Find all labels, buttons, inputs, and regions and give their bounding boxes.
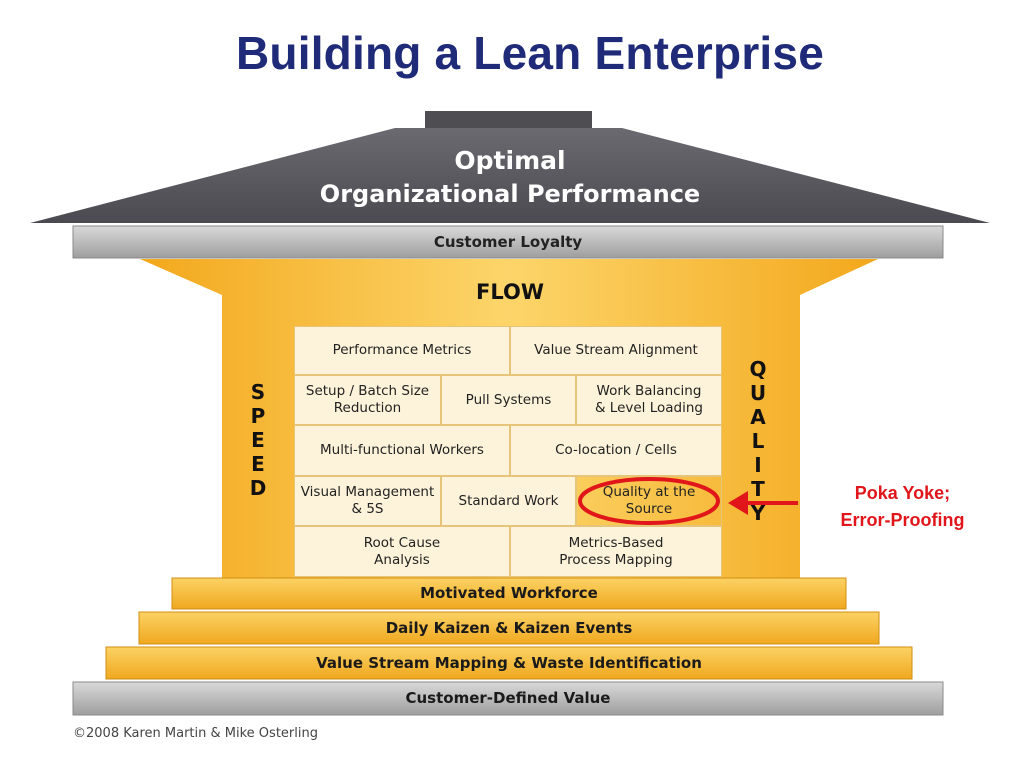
cell-multi-functional-workers: Multi-functional Workers	[294, 425, 510, 476]
step-label-motivated-workforce: Motivated Workforce	[420, 584, 598, 602]
flow-label: FLOW	[476, 280, 544, 304]
quality-letter: L	[751, 429, 765, 453]
quality-letter: I	[754, 453, 762, 477]
customer-loyalty-label: Customer Loyalty	[433, 233, 583, 251]
cell-quality-at-the-source: Quality at the Source	[576, 476, 722, 526]
step-label-value-stream-mapping: Value Stream Mapping & Waste Identificat…	[316, 654, 702, 672]
cell-root-cause-analysis: Root Cause Analysis	[294, 526, 510, 577]
slide-title: Building a Lean Enterprise	[236, 27, 824, 79]
quality-at-source-highlight	[578, 477, 720, 525]
copyright-notice: ©2008 Karen Martin & Mike Osterling	[73, 726, 318, 741]
step-3	[105, 646, 913, 680]
cell-value-stream-alignment: Value Stream Alignment	[510, 326, 722, 375]
callout-arrow-head	[728, 491, 748, 515]
customer-loyalty-beam	[72, 225, 944, 259]
quality-letter: Q	[749, 357, 767, 381]
quality-letter: U	[749, 381, 767, 405]
cell-performance-metrics: Performance Metrics	[294, 326, 510, 375]
speed-letter: P	[250, 404, 266, 428]
quality-letter: T	[751, 477, 765, 501]
roof-title-line2: Organizational Performance	[319, 180, 701, 208]
step-1	[171, 577, 847, 610]
cell-visual-management-5s: Visual Management & 5S	[294, 476, 441, 526]
roof-chimney	[425, 111, 592, 131]
speed-letter: S	[250, 380, 266, 404]
cell-co-location-cells: Co-location / Cells	[510, 425, 722, 476]
step-label-daily-kaizen: Daily Kaizen & Kaizen Events	[385, 619, 633, 637]
cell-metrics-based-process-mapping: Metrics-Based Process Mapping	[510, 526, 722, 577]
foundation-label: Customer-Defined Value	[405, 689, 611, 707]
quality-letter: A	[750, 405, 766, 429]
speed-pillar: S P E E D	[245, 380, 271, 500]
speed-letter: D	[249, 476, 267, 500]
speed-letter: E	[251, 428, 265, 452]
cell-standard-work: Standard Work	[441, 476, 576, 526]
quality-pillar: Q U A L I T Y	[745, 357, 771, 525]
quality-letter: Y	[750, 501, 766, 525]
roof-title-line1: Optimal	[454, 146, 566, 175]
cell-setup-batch-size-reduction: Setup / Batch Size Reduction	[294, 375, 441, 425]
step-2	[138, 611, 880, 645]
cell-work-balancing: Work Balancing & Level Loading	[576, 375, 722, 425]
foundation-bar	[72, 681, 944, 716]
poka-yoke-callout: Poka Yoke; Error-Proofing	[840, 483, 965, 530]
roof	[30, 128, 990, 223]
speed-letter: E	[251, 452, 265, 476]
cell-pull-systems: Pull Systems	[441, 375, 576, 425]
